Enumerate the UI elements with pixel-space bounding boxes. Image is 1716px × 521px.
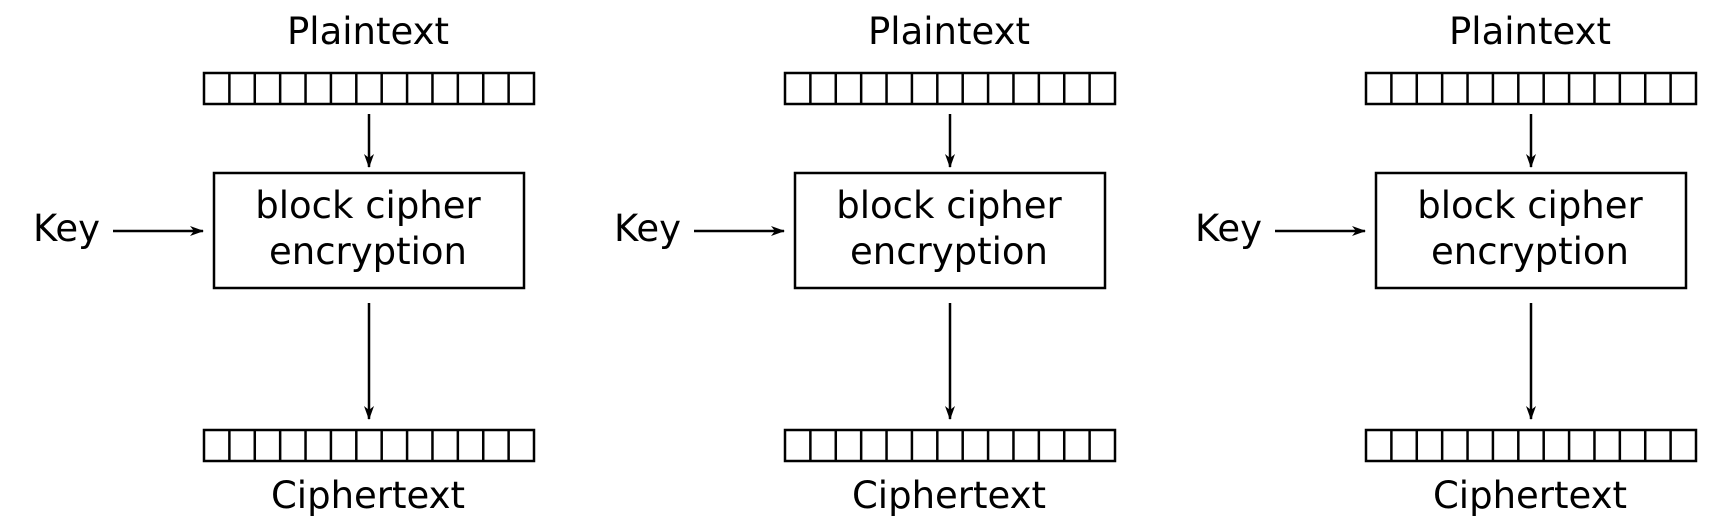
ciphertext-label: Ciphertext [852,474,1046,517]
plaintext-label: Plaintext [1449,10,1611,53]
block-cipher-text-line2: encryption [850,230,1048,273]
block-cipher-text-line2: encryption [1431,230,1629,273]
ciphertext-block [783,428,1117,463]
block-outline [202,428,536,463]
encryption-stage-3: Plaintext Key block cipher encryption Ci… [1195,10,1698,517]
block-cipher-text-line1: block cipher [836,184,1062,227]
block-outline [202,71,536,106]
plaintext-block [202,71,536,106]
encryption-stage-1: Plaintext Key block cipher encryption Ci… [33,10,536,517]
plaintext-label: Plaintext [868,10,1030,53]
block-outline [783,71,1117,106]
block-outline [783,428,1117,463]
ciphertext-block [202,428,536,463]
ciphertext-label: Ciphertext [271,474,465,517]
block-cipher-box [212,171,526,290]
key-label: Key [33,207,100,250]
key-label: Key [1195,207,1262,250]
block-outline [1364,71,1698,106]
ciphertext-label: Ciphertext [1433,474,1627,517]
block-cipher-box [1374,171,1688,290]
plaintext-block [783,71,1117,106]
block-outline [1364,428,1698,463]
ciphertext-block [1364,428,1698,463]
plaintext-block [1364,71,1698,106]
encryption-stage-2: Plaintext Key block cipher encryption Ci… [614,10,1117,517]
plaintext-label: Plaintext [287,10,449,53]
block-cipher-box [793,171,1107,290]
block-cipher-text-line1: block cipher [1417,184,1643,227]
block-cipher-text-line1: block cipher [255,184,481,227]
block-cipher-text-line2: encryption [269,230,467,273]
key-label: Key [614,207,681,250]
